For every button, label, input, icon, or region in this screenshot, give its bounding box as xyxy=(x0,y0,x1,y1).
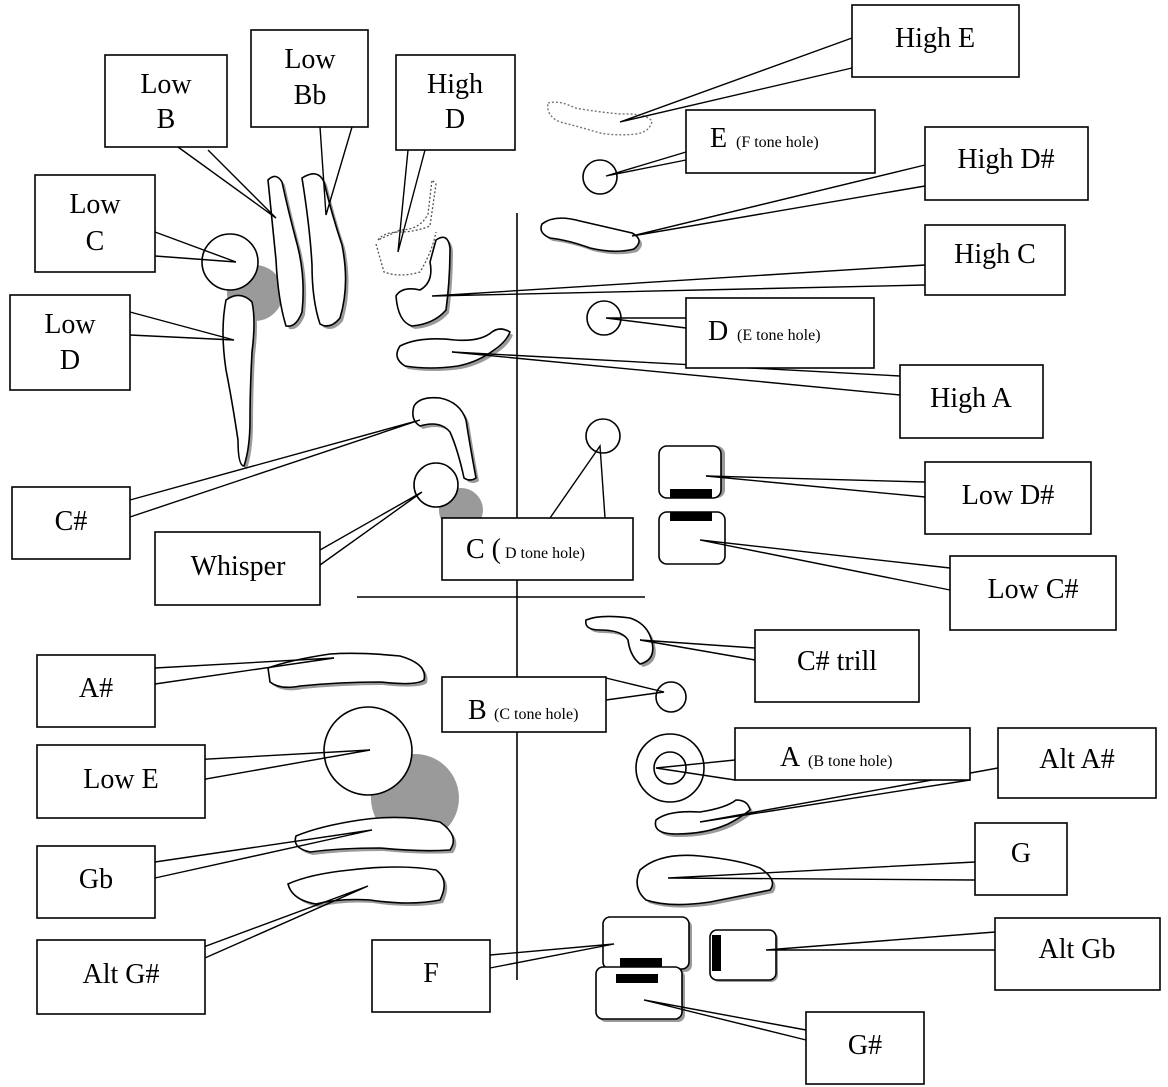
label-low-d-line2: D xyxy=(60,345,80,376)
callout-low-d: Low D xyxy=(9,294,131,391)
callout-lines xyxy=(129,37,999,1041)
callout-gb: Gb xyxy=(36,845,156,919)
label-csharp: C# xyxy=(55,506,88,537)
callout-high-e: High E xyxy=(851,4,1020,78)
low-d-key xyxy=(222,294,255,467)
low-csharp-bar xyxy=(670,512,712,521)
label-a-tone-hole: (B tone hole) xyxy=(808,753,892,770)
callout-high-dsharp: High D# xyxy=(924,126,1089,201)
high-e-key xyxy=(547,101,653,136)
label-e-tone-hole: (F tone hole) xyxy=(736,134,819,151)
label-whisper: Whisper xyxy=(191,551,287,582)
label-gb: Gb xyxy=(79,864,113,895)
callout-low-csharp: Low C# xyxy=(949,555,1117,631)
callout-high-c: High C xyxy=(924,224,1066,296)
label-low-c-line2: C xyxy=(86,226,105,257)
callout-asharp: A# xyxy=(36,654,156,728)
callout-low-c: Low C xyxy=(34,174,156,273)
label-alt-gsharp: Alt G# xyxy=(83,959,160,990)
low-dsharp-bar xyxy=(670,489,712,498)
csharp-key xyxy=(412,396,477,481)
label-asharp: A# xyxy=(79,673,113,704)
alt-gb-bar xyxy=(712,935,721,971)
callout-c-tone: C ( D tone hole) xyxy=(441,517,634,581)
callout-csharp-trill: C# trill xyxy=(754,629,920,703)
label-high-d-line2: D xyxy=(445,104,465,135)
callout-alt-asharp: Alt A# xyxy=(997,727,1157,799)
label-high-a: High A xyxy=(930,383,1012,414)
c-tone-hole xyxy=(585,418,621,454)
high-dsharp-key xyxy=(540,217,640,253)
label-c-tone-hole: D tone hole) xyxy=(505,545,585,562)
label-low-csharp: Low C# xyxy=(988,574,1079,605)
alt-gsharp-key xyxy=(287,866,445,905)
callout-whisper: Whisper xyxy=(154,531,321,606)
alt-gb-key xyxy=(709,929,777,981)
label-csharp-trill: C# trill xyxy=(797,646,877,677)
gb-key xyxy=(294,816,455,853)
callout-alt-gsharp: Alt G# xyxy=(36,939,206,1015)
high-a-key xyxy=(396,328,511,369)
alt-asharp-key xyxy=(654,799,751,835)
callout-b-tone: B (C tone hole) xyxy=(441,676,607,733)
callout-alt-gb: Alt Gb xyxy=(994,917,1161,991)
callout-low-bb: Low Bb xyxy=(250,29,369,128)
label-high-d-line1: High xyxy=(427,69,483,100)
label-high-c: High C xyxy=(954,239,1036,270)
label-alt-asharp: Alt A# xyxy=(1039,744,1114,775)
label-e-tone-note: E xyxy=(710,123,727,154)
csharp-trill-key xyxy=(584,615,654,665)
label-b-tone-hole: (C tone hole) xyxy=(494,706,578,723)
callout-high-a: High A xyxy=(899,364,1044,439)
gsharp-key-bar xyxy=(616,974,658,983)
whisper-key xyxy=(413,462,459,508)
high-c-key xyxy=(395,236,451,327)
callout-e-tone: E (F tone hole) xyxy=(685,109,876,174)
label-alt-gb: Alt Gb xyxy=(1039,934,1116,965)
label-low-bb-line2: Bb xyxy=(294,80,327,111)
a-tone-hole-inner xyxy=(653,751,687,785)
label-high-e: High E xyxy=(895,23,975,54)
label-d-tone-note: D xyxy=(708,316,728,347)
callout-low-b: Low B xyxy=(104,54,228,148)
low-bb-key xyxy=(301,173,347,327)
label-high-dsharp: High D# xyxy=(957,144,1054,175)
label-low-b-line2: B xyxy=(157,104,176,135)
callout-g: G xyxy=(974,822,1068,896)
callout-low-e: Low E xyxy=(36,744,206,819)
callout-high-d: High D xyxy=(395,54,516,151)
label-low-e: Low E xyxy=(83,764,158,795)
label-gsharp: G# xyxy=(848,1030,882,1061)
label-g: G xyxy=(1011,838,1031,869)
label-low-bb-line1: Low xyxy=(284,44,336,75)
label-low-b-line1: Low xyxy=(140,69,192,100)
callout-gsharp: G# xyxy=(805,1011,925,1085)
label-c-tone-note: C ( xyxy=(466,534,501,565)
e-tone-hole xyxy=(582,159,618,195)
label-low-d-line1: Low xyxy=(44,309,96,340)
label-f: F xyxy=(423,958,439,989)
callout-low-dsharp: Low D# xyxy=(924,461,1092,535)
label-d-tone-hole: (E tone hole) xyxy=(737,327,821,344)
label-a-tone-note: A xyxy=(780,742,801,773)
label-low-dsharp: Low D# xyxy=(962,480,1055,511)
asharp-key xyxy=(267,652,426,689)
g-key xyxy=(636,854,774,906)
label-b-tone-note: B xyxy=(468,695,487,726)
low-b-key xyxy=(267,175,304,328)
high-d-key xyxy=(375,178,437,276)
callout-a-tone: A (B tone hole) xyxy=(734,727,971,781)
callout-f: F xyxy=(371,939,491,1013)
label-low-c-line1: Low xyxy=(69,189,121,220)
callout-csharp: C# xyxy=(11,486,131,560)
b-tone-hole xyxy=(655,681,687,713)
f-key-bar xyxy=(620,958,662,967)
callout-d-tone: D (E tone hole) xyxy=(685,297,875,369)
